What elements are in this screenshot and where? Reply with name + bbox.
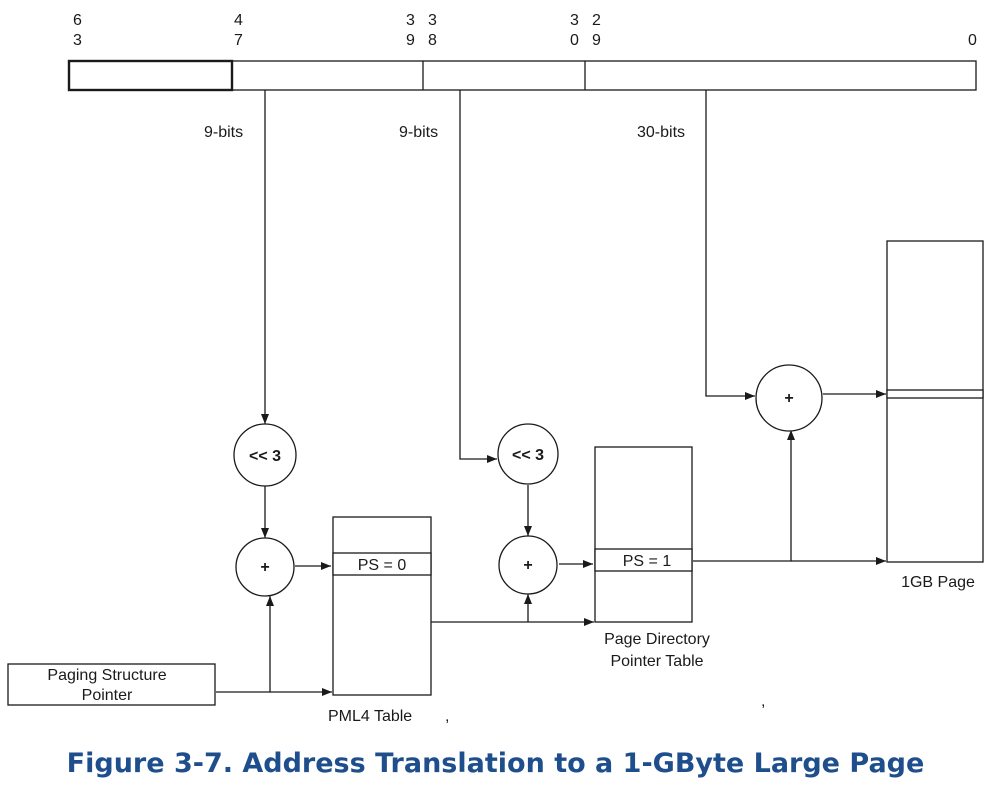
- pointer-label-line1: Paging Structure: [47, 667, 166, 684]
- pml4-entry-label: PS = 0: [358, 557, 407, 574]
- connectors: [216, 90, 886, 696]
- gb-page-label: 1GB Page: [901, 574, 975, 591]
- offset-width-label: 30-bits: [637, 124, 685, 141]
- add3-label: +: [784, 390, 793, 407]
- pdpt-label-line1: Page Directory: [604, 631, 710, 648]
- pdpt-table: PS = 1 Page Directory Pointer Table: [594, 446, 710, 670]
- bit-label-30-ones: 0: [570, 32, 579, 49]
- bit-label-38-ones: 8: [428, 32, 437, 49]
- pointer-label-line2: Pointer: [82, 687, 133, 704]
- stray-comma: ,: [761, 693, 765, 710]
- gb-page-box: [886, 240, 984, 563]
- pdpt-entry-to-add3-arrow: [693, 430, 795, 562]
- pml4-entry: [332, 552, 432, 576]
- bit-label-63-ones: 3: [73, 32, 82, 49]
- bit-label-47-ones: 7: [234, 32, 243, 49]
- pdpt-index-width-label: 9-bits: [399, 124, 438, 141]
- bit-label-63-tens: 6: [73, 12, 82, 29]
- bit-label-39-tens: 3: [406, 12, 415, 29]
- bit-label-30-tens: 3: [570, 12, 579, 29]
- pointer-to-add1-arrow: [216, 596, 274, 693]
- pml4-index-width-label: 9-bits: [204, 124, 243, 141]
- pdpt-entry: [594, 548, 693, 572]
- bit-label-29-tens: 2: [592, 12, 601, 29]
- bit-label-39-ones: 9: [406, 32, 415, 49]
- paging-structure-pointer: Paging Structure Pointer: [7, 663, 216, 706]
- linear-address-register: [67, 59, 977, 92]
- add3-circle: [755, 364, 823, 432]
- gb-page: 1GB Page: [886, 240, 984, 591]
- shift2-circle: [497, 423, 559, 485]
- pml4-table-box: [332, 516, 432, 696]
- pml4-table: PS = 0 PML4 Table ,: [328, 516, 449, 725]
- gb-page-byte: [886, 389, 984, 399]
- offset-arrow: [705, 90, 755, 400]
- shift1-label: << 3: [249, 448, 281, 465]
- pdpt-entry-label: PS = 1: [623, 553, 672, 570]
- reserved-field: [67, 59, 234, 92]
- pml4-table-label: PML4 Table: [328, 708, 412, 725]
- pdpt-table-box: [594, 446, 693, 623]
- bit-label-29-ones: 9: [592, 32, 601, 49]
- address-register-box: [68, 60, 977, 91]
- pdpt-label-line2: Pointer Table: [610, 653, 703, 670]
- add2-circle: [498, 535, 558, 595]
- figure-caption: Figure 3-7. Address Translation to a 1-G…: [66, 748, 925, 779]
- translation-diagram: 6 3 4 7 3 9 3 8 3 0 2 9 0 9-bits 9-bits …: [7, 12, 984, 725]
- add2-label: +: [523, 557, 532, 574]
- pml4-label-comma: ,: [445, 708, 449, 725]
- bit-label-47-tens: 4: [234, 12, 243, 29]
- bit-position-labels: 6 3 4 7 3 9 3 8 3 0 2 9 0: [73, 12, 977, 49]
- shift1-circle: [233, 423, 297, 487]
- bit-label-38-tens: 3: [428, 12, 437, 29]
- bit-label-0: 0: [968, 32, 977, 49]
- pdpt-index-arrow: [459, 90, 497, 463]
- add1-circle: [235, 537, 295, 597]
- operators: << 3 + << 3 + +: [233, 364, 823, 597]
- add1-label: +: [260, 559, 269, 576]
- shift2-label: << 3: [512, 447, 544, 464]
- pointer-box: [7, 663, 216, 706]
